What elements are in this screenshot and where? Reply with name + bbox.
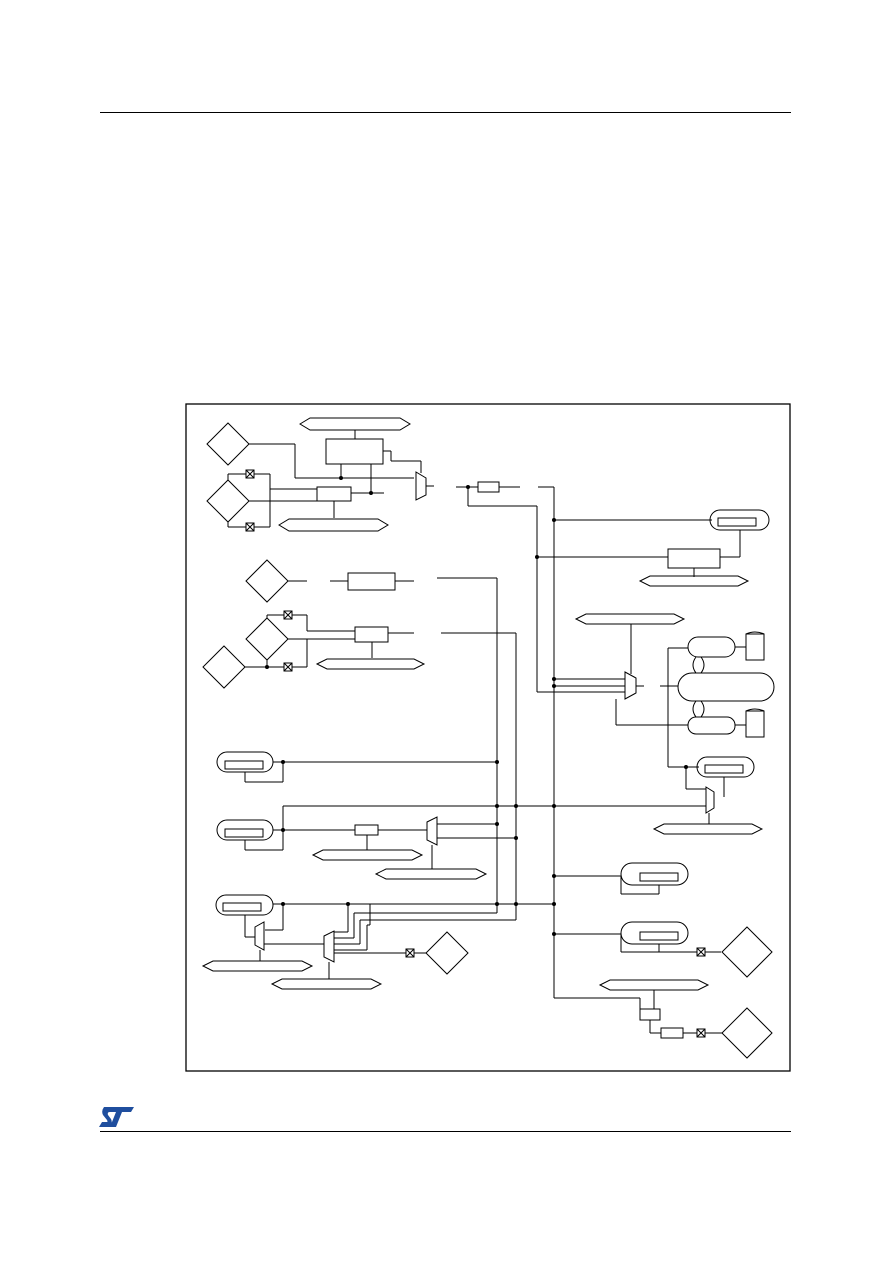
diamond-shape — [425, 931, 469, 975]
bus-hexagon — [374, 868, 488, 880]
diamond-shape — [206, 422, 250, 466]
mux-trapezoid — [415, 471, 427, 501]
bus-hexagon — [638, 575, 750, 587]
pill-shape — [677, 672, 775, 702]
bus-hexagon — [278, 518, 389, 532]
bus-hexagon — [315, 658, 426, 670]
mux-trapezoid — [624, 671, 637, 700]
pill-shape — [620, 921, 689, 945]
pill-shape — [709, 509, 770, 531]
diamond-shape — [245, 617, 289, 661]
diamond-shape — [206, 479, 250, 523]
block-rect — [639, 1008, 661, 1021]
pill-shape — [696, 756, 755, 778]
block-rect — [717, 517, 757, 527]
block-rect — [477, 481, 500, 493]
mux-trapezoid — [323, 930, 335, 963]
diagram-frame — [185, 403, 791, 1072]
block-rect — [224, 760, 264, 770]
cylinder-shape — [745, 708, 765, 738]
bus-hexagon — [270, 978, 383, 990]
mux-trapezoid — [705, 786, 715, 814]
block-rect — [222, 902, 262, 912]
pill-shape — [215, 894, 274, 916]
block-rect — [224, 828, 264, 838]
bus-hexagon — [652, 823, 764, 835]
bus-hexagon — [201, 960, 314, 972]
cylinder-shape — [745, 631, 765, 661]
block-rect — [704, 764, 744, 774]
block-rect — [347, 572, 396, 591]
block-rect — [325, 438, 384, 465]
bus-hexagon — [311, 849, 424, 861]
block-rect — [667, 548, 721, 569]
diamond-shape — [245, 559, 289, 603]
block-rect — [639, 872, 679, 882]
mux-trapezoid — [254, 921, 265, 951]
block-rect — [354, 626, 389, 643]
diamond-shape — [721, 926, 773, 978]
pill-shape — [687, 716, 736, 735]
header-rule — [100, 112, 791, 113]
pill-shape — [620, 862, 689, 886]
bus-hexagon — [574, 613, 686, 625]
block-rect — [316, 486, 352, 502]
diamond-shape — [721, 1007, 773, 1059]
block-rect — [660, 1027, 684, 1039]
diamond-shape — [202, 645, 246, 689]
st-logo — [99, 1107, 134, 1127]
block-rect — [639, 931, 679, 941]
block-rect — [354, 824, 379, 836]
pill-shape — [687, 636, 736, 658]
bus-hexagon — [299, 417, 411, 431]
footer-rule — [100, 1131, 791, 1132]
mux-trapezoid — [426, 816, 438, 846]
bus-hexagon — [598, 979, 710, 991]
